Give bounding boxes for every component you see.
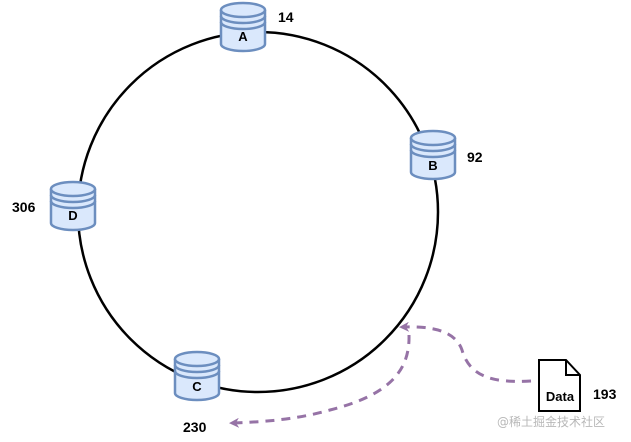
server-node-a[interactable]: A	[219, 1, 267, 53]
watermark: @稀土掘金技术社区	[497, 414, 605, 429]
database-icon	[409, 129, 457, 181]
document-icon	[538, 359, 581, 412]
database-icon	[173, 350, 221, 402]
node-label: B	[428, 158, 437, 173]
node-position-d: 306	[12, 199, 36, 215]
node-position-c: 230	[183, 419, 207, 435]
arrow-ring-to-node-c	[229, 334, 411, 428]
node-position-b: 92	[467, 149, 483, 165]
server-node-b[interactable]: B	[409, 129, 457, 181]
node-label: D	[68, 208, 77, 223]
server-node-c[interactable]: C	[173, 350, 221, 402]
arrow-data-to-ring	[399, 321, 532, 383]
data-label: Data	[546, 389, 575, 404]
server-node-d[interactable]: D	[49, 180, 97, 232]
database-icon	[219, 1, 267, 53]
node-label: A	[238, 29, 248, 44]
data-position: 193	[593, 386, 617, 402]
hash-ring	[76, 30, 440, 394]
document-fold	[565, 360, 580, 376]
node-label: C	[192, 379, 202, 394]
database-icon	[49, 180, 97, 232]
data-item[interactable]: Data	[538, 359, 581, 412]
node-position-a: 14	[278, 9, 294, 25]
